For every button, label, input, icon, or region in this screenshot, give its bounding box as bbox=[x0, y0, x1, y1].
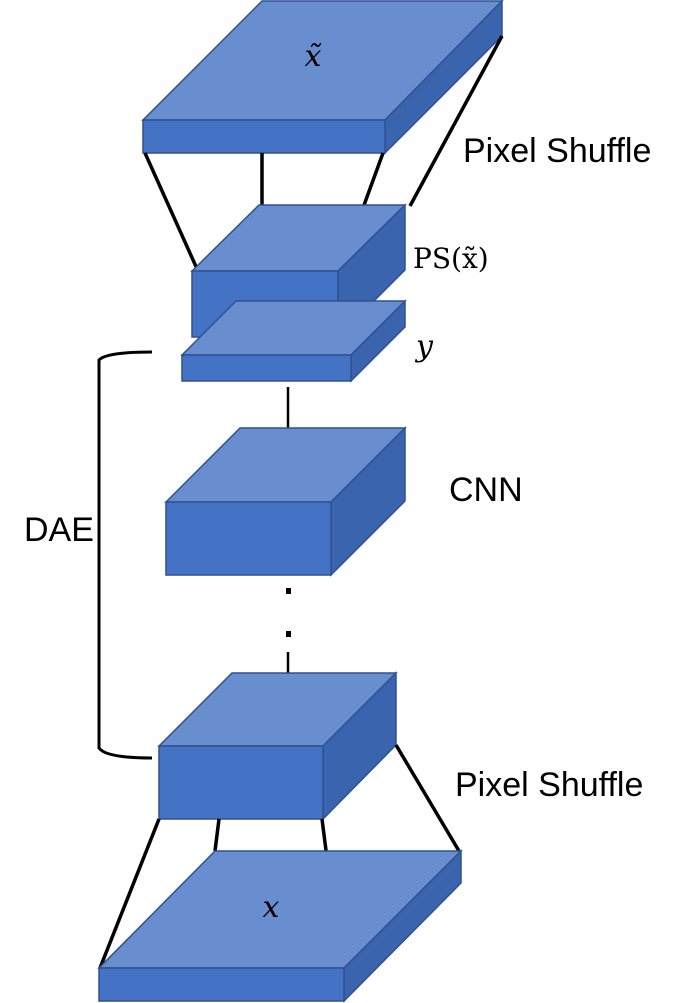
pixel-shuffle-top-lines bbox=[143, 35, 504, 272]
ellipsis-dots bbox=[286, 588, 291, 637]
pixel-shuffle-top-label: Pixel Shuffle bbox=[463, 132, 651, 170]
x-label: x bbox=[263, 890, 280, 925]
ps-x-tilde-block bbox=[190, 203, 407, 339]
y-block bbox=[180, 299, 407, 383]
ps-x-tilde-label: PS(x̃) bbox=[413, 242, 489, 275]
x-block: x bbox=[97, 849, 463, 1003]
y-label: y bbox=[414, 329, 434, 364]
x-tilde-block: x̃ bbox=[141, 0, 504, 155]
pixel-shuffle-bottom-label: Pixel Shuffle bbox=[455, 766, 643, 804]
dae-brace bbox=[97, 350, 153, 760]
last-cnn-block bbox=[157, 671, 398, 821]
cnn-label: CNN bbox=[449, 471, 523, 509]
dae-label: DAE bbox=[24, 511, 94, 549]
cnn-block bbox=[164, 426, 407, 577]
x-tilde-label: x̃ bbox=[305, 39, 323, 74]
